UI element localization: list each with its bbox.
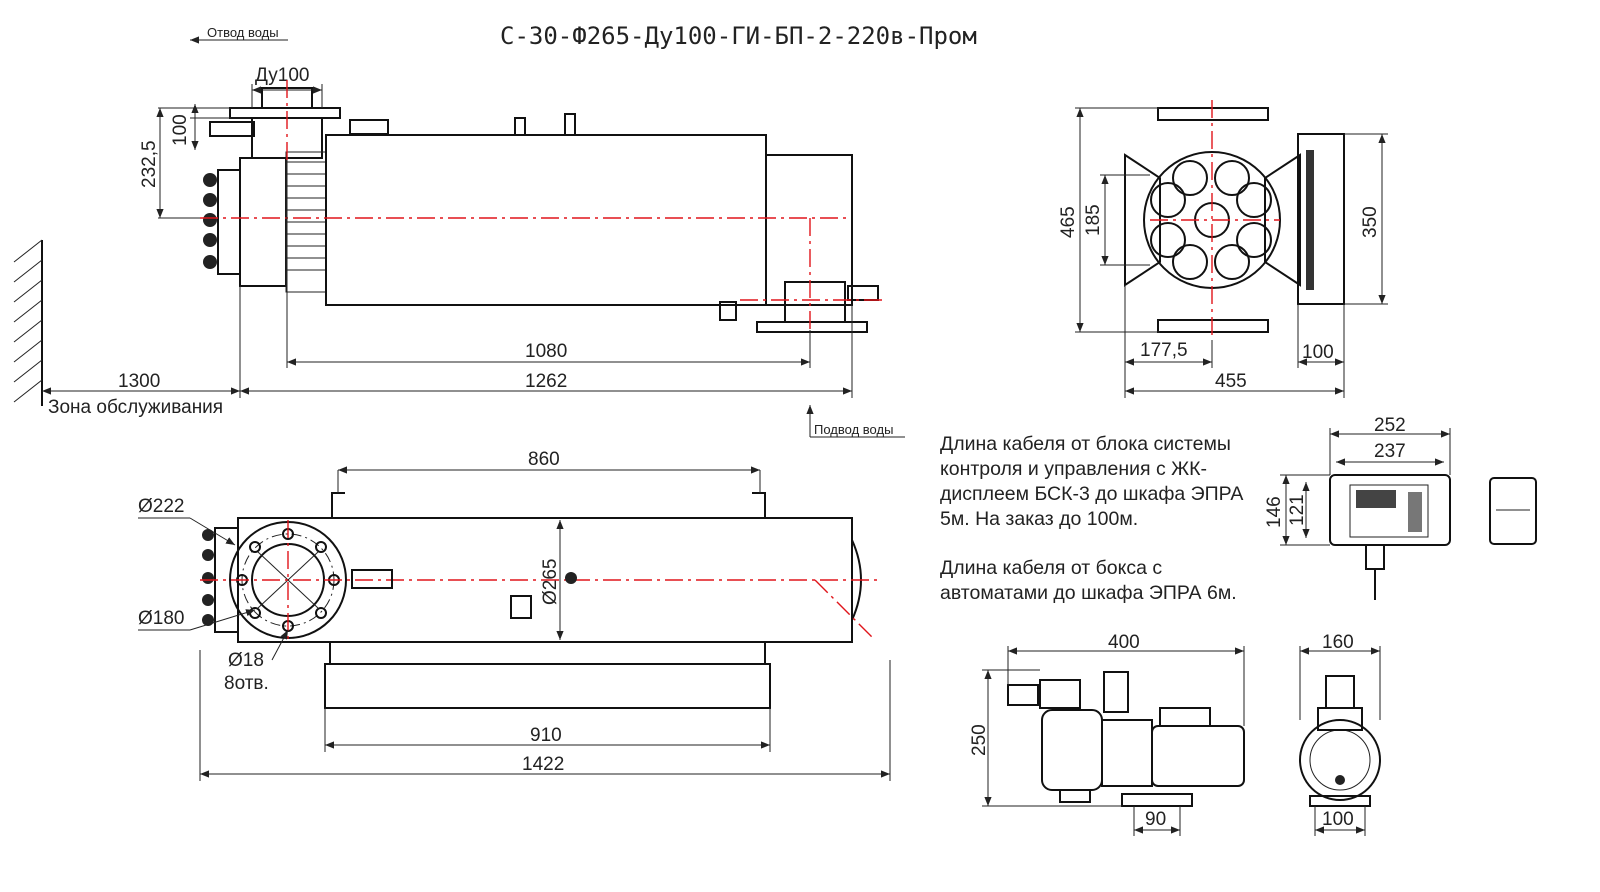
lamp-sockets: [285, 151, 327, 293]
lamp-connectors-left: [203, 173, 217, 269]
bsk3-unit: [1329, 474, 1451, 546]
holes-count: 8отв.: [224, 673, 269, 694]
plan-view: 860 Ø222 Ø180 Ø18 8отв. Ø265 910 1422: [138, 449, 891, 781]
dim-d180: Ø180: [138, 608, 184, 629]
dim-160: 160: [1322, 632, 1354, 653]
dim-250: 250: [969, 724, 990, 756]
note-cable-box: Длина кабеля от бокса с автоматами до шк…: [940, 557, 1237, 604]
reactor-body: [325, 134, 767, 306]
wall-hatch: [13, 239, 43, 406]
dim-121: 121: [1287, 494, 1308, 526]
water-in-label: Подвод воды: [814, 422, 893, 437]
service-zone-label: Зона обслуживания: [48, 397, 223, 418]
breaker-box: [1489, 477, 1537, 545]
pump-housing: [1041, 709, 1103, 791]
dim-185: 185: [1083, 204, 1104, 236]
note-cable-control: Длина кабеля от блока системы контроля и…: [940, 433, 1244, 530]
dim-du100: Ду100: [255, 65, 310, 86]
dim-455: 455: [1215, 371, 1247, 392]
front-view: Отвод воды Ду100: [13, 25, 905, 438]
dim-100-pump: 100: [1322, 809, 1354, 830]
dim-d265: Ø265: [540, 559, 561, 605]
dim-1262: 1262: [525, 371, 567, 392]
dim-1422: 1422: [522, 754, 564, 775]
pump-end-view: [1299, 719, 1381, 801]
water-out-label: Отвод воды: [207, 25, 279, 40]
pump-motor: [1151, 725, 1245, 787]
dim-465: 465: [1058, 206, 1079, 238]
side-view: 465 185 350 177,5 100 455: [1058, 100, 1388, 398]
pump: 400 250 90 160 100: [969, 632, 1381, 836]
dim-100-side: 100: [1302, 342, 1334, 363]
ballast-rail: [324, 663, 771, 709]
dim-350: 350: [1360, 206, 1381, 238]
dim-860: 860: [528, 449, 560, 470]
dim-100-top: 100: [170, 114, 191, 146]
dim-177: 177,5: [1140, 340, 1188, 361]
lamp-rack: [1297, 133, 1345, 305]
drawing-title: С-30-Ф265-Ду100-ГИ-БП-2-220в-Пром: [500, 22, 977, 50]
dim-1080: 1080: [525, 341, 567, 362]
dim-90: 90: [1145, 809, 1166, 830]
dim-146: 146: [1264, 496, 1285, 528]
control-box: 252 237 146 121: [1264, 415, 1537, 600]
dim-252: 252: [1374, 415, 1406, 436]
dim-d222: Ø222: [138, 496, 184, 517]
dim-910: 910: [530, 725, 562, 746]
dim-232: 232,5: [139, 140, 160, 188]
dim-400: 400: [1108, 632, 1140, 653]
holes-dia: Ø18: [228, 650, 264, 671]
dim-1300: 1300: [118, 371, 160, 392]
dim-237: 237: [1374, 441, 1406, 462]
